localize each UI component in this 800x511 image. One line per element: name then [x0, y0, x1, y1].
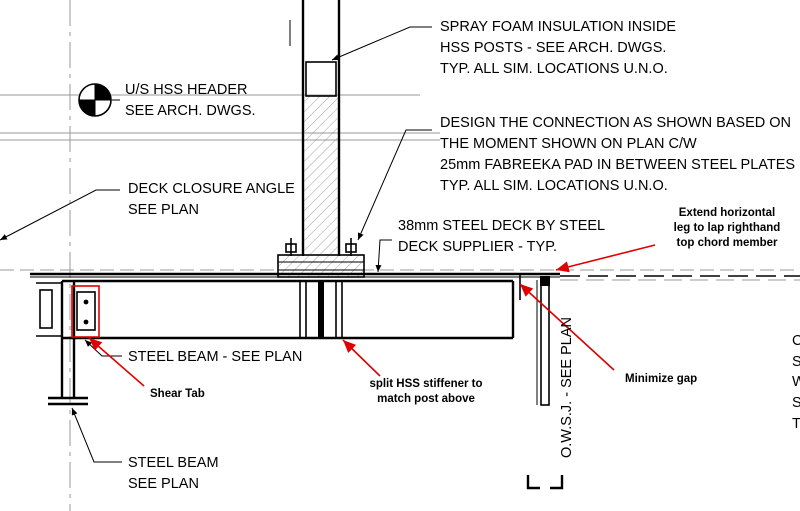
edge-letter-5: T	[792, 416, 800, 432]
edge-letters: C S W S T	[792, 333, 800, 432]
shear-tab-annotation: Shear Tab	[150, 388, 205, 400]
design-connection-line-4: TYP. ALL SIM. LOCATIONS U.N.O.	[440, 178, 668, 194]
spray-foam-line-3: TYP. ALL SIM. LOCATIONS U.N.O.	[440, 61, 668, 77]
design-connection-line-2: THE MOMENT SHOWN ON PLAN C/W	[440, 136, 697, 152]
steel-beam-bottom-label: STEEL BEAM SEE PLAN	[128, 455, 219, 492]
steel-beam-mid-label: STEEL BEAM - SEE PLAN	[128, 349, 302, 365]
edge-letter-2: S	[792, 354, 800, 370]
deck-closure-line-2: SEE PLAN	[128, 202, 199, 218]
split-hss-line-1: split HSS stiffener to	[369, 378, 482, 390]
design-connection-line-3: 25mm FABREEKA PAD IN BETWEEN STEEL PLATE…	[440, 157, 795, 173]
split-hss-line-2: match post above	[377, 393, 475, 405]
extend-leg-annotation: Extend horizontal leg to lap righthand t…	[674, 207, 781, 249]
steel-deck	[30, 272, 800, 278]
minimize-gap-annotation: Minimize gap	[625, 373, 697, 385]
extend-leg-line-3: top chord member	[677, 237, 778, 249]
spray-foam-line-1: SPRAY FOAM INSULATION INSIDE	[440, 19, 676, 35]
design-connection-label: DESIGN THE CONNECTION AS SHOWN BASED ON …	[440, 115, 795, 194]
edge-letter-1: C	[792, 333, 800, 349]
extend-leg-line-2: leg to lap righthand	[674, 222, 781, 234]
split-hss-annotation: split HSS stiffener to match post above	[369, 378, 482, 405]
owsj	[513, 273, 564, 490]
steel-beam	[62, 279, 515, 340]
us-hss-header-line-1: U/S HSS HEADER	[125, 82, 247, 98]
edge-letter-3: W	[792, 374, 800, 390]
owsj-label: O.W.S.J. - SEE PLAN	[559, 317, 575, 458]
deck-closure-line-1: DECK CLOSURE ANGLE	[128, 181, 295, 197]
base-plate	[277, 238, 365, 278]
leader-lines	[0, 26, 432, 463]
steel-deck-label: 38mm STEEL DECK BY STEEL DECK SUPPLIER -…	[398, 218, 605, 255]
spray-foam-label: SPRAY FOAM INSULATION INSIDE HSS POSTS -…	[440, 19, 676, 77]
extend-leg-line-1: Extend horizontal	[679, 207, 775, 219]
us-hss-header-line-2: SEE ARCH. DWGS.	[125, 103, 256, 119]
steel-column	[36, 281, 96, 406]
steel-deck-line-1: 38mm STEEL DECK BY STEEL	[398, 218, 605, 234]
steel-beam-bottom-line-1: STEEL BEAM	[128, 455, 219, 471]
red-markup	[71, 244, 656, 387]
design-connection-line-1: DESIGN THE CONNECTION AS SHOWN BASED ON	[440, 115, 791, 131]
hss-post	[289, 0, 341, 256]
us-hss-header-label: U/S HSS HEADER SEE ARCH. DWGS.	[125, 82, 256, 119]
section-symbol-icon	[78, 83, 112, 117]
deck-closure-label: DECK CLOSURE ANGLE SEE PLAN	[128, 181, 295, 218]
spray-foam-line-2: HSS POSTS - SEE ARCH. DWGS.	[440, 40, 666, 56]
steel-beam-bottom-line-2: SEE PLAN	[128, 476, 199, 492]
edge-letter-4: S	[792, 395, 800, 411]
steel-deck-line-2: DECK SUPPLIER - TYP.	[398, 239, 557, 255]
